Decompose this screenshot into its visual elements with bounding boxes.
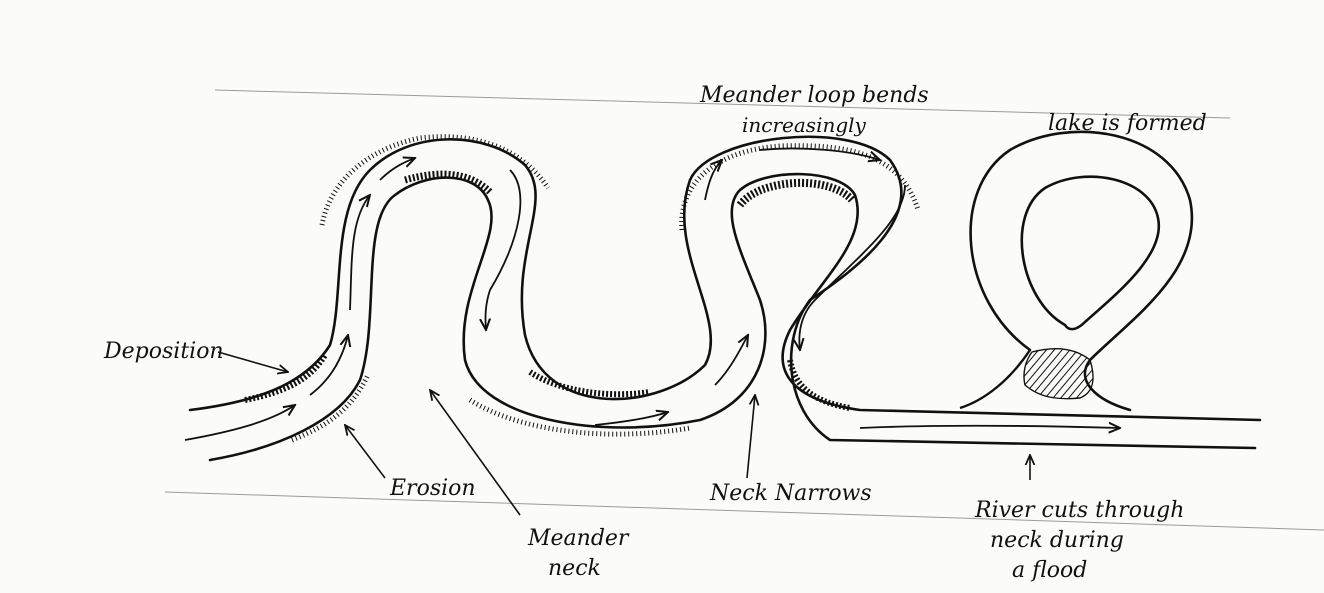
flow-arrow-1 [185, 405, 295, 440]
label-cuts-line3: a flood [1012, 558, 1087, 583]
flow-arrow-5 [485, 170, 520, 330]
flow-arrow-9 [760, 148, 880, 160]
label-meander-neck-line1: Meander [527, 526, 630, 551]
oxbow-inner-bank [1022, 177, 1159, 329]
oxbow-connector [960, 350, 1030, 408]
deposition-shading-4 [740, 183, 852, 205]
label-loop-bends-line1: Meander loop bends [699, 83, 929, 108]
label-deposition: Deposition [103, 339, 224, 364]
flow-arrow-8 [705, 160, 722, 200]
label-loop-bends-line2: increasingly [742, 113, 867, 137]
label-meander-neck-line2: neck [548, 556, 601, 581]
label-lake-formed: lake is formed [1048, 111, 1207, 136]
neck-narrows-pointer [747, 395, 755, 478]
label-erosion: Erosion [389, 476, 476, 501]
erosion-shading-2 [322, 137, 548, 225]
label-cuts-line1: River cuts through [974, 498, 1184, 523]
flow-arrow-11 [860, 426, 1120, 428]
deposition-pointer [218, 352, 288, 372]
flow-arrow-6 [595, 412, 668, 425]
river-inner-bank [210, 174, 1260, 460]
flow-arrow-7 [715, 335, 748, 385]
label-neck-narrows: Neck Narrows [709, 481, 872, 506]
erosion-pointer [345, 425, 385, 478]
label-cuts-line2: neck during [990, 528, 1124, 553]
infilled-neck [1024, 349, 1093, 399]
erosion-shading-3 [470, 400, 690, 434]
erosion-shading-4 [682, 146, 918, 230]
flow-arrow-3 [350, 195, 370, 310]
